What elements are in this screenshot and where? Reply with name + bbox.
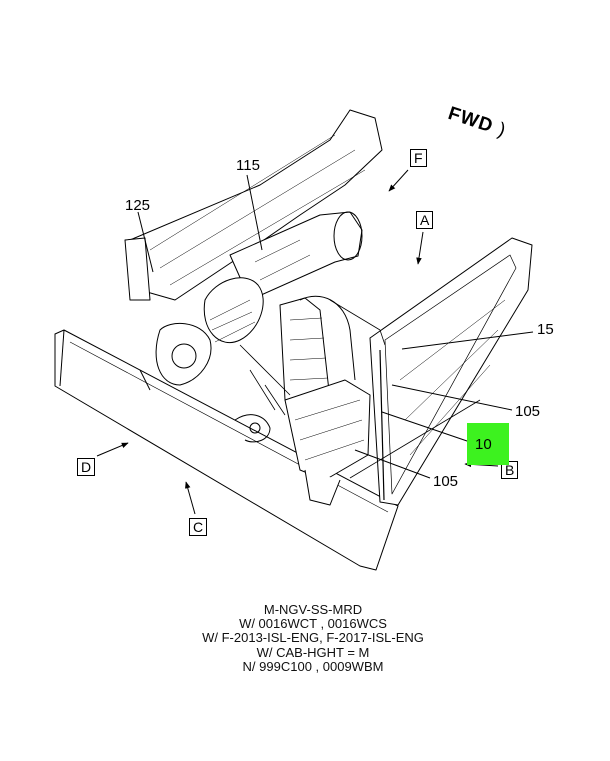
engine-radiator-assembly-drawing [54, 109, 534, 571]
note-line: W/ F-2013-ISL-ENG, F-2017-ISL-ENG [202, 630, 424, 646]
callout-105-upper[interactable]: 105 [515, 403, 541, 420]
hotspot-label: 10 [475, 436, 492, 453]
view-label-a[interactable]: A [416, 211, 434, 229]
note-line: N/ 999C100 , 0009WBM [242, 658, 384, 674]
view-label-d[interactable]: D [77, 458, 96, 476]
callout-105-lower[interactable]: 105 [433, 473, 459, 490]
note-line: W/ 0016WCT , 0016WCS [239, 616, 387, 632]
applicability-notes: M-NGV-SS-MRD W/ 0016WCT , 0016WCS W/ F-2… [0, 602, 610, 674]
part-hotspot-10[interactable]: 10 [467, 423, 509, 465]
view-label-b[interactable]: B [501, 461, 519, 479]
callout-15[interactable]: 15 [537, 321, 554, 338]
note-line: W/ CAB-HGHT = M [256, 644, 370, 660]
view-label-f[interactable]: F [410, 149, 427, 167]
view-label-c[interactable]: C [189, 518, 208, 536]
front-bumper-panel [54, 329, 399, 571]
callout-115[interactable]: 115 [236, 157, 260, 174]
note-line: M-NGV-SS-MRD [263, 602, 363, 617]
callout-125[interactable]: 125 [125, 197, 151, 214]
intake-tube [229, 211, 363, 301]
radiator-frame [369, 237, 533, 506]
cowl-structure [129, 109, 383, 301]
